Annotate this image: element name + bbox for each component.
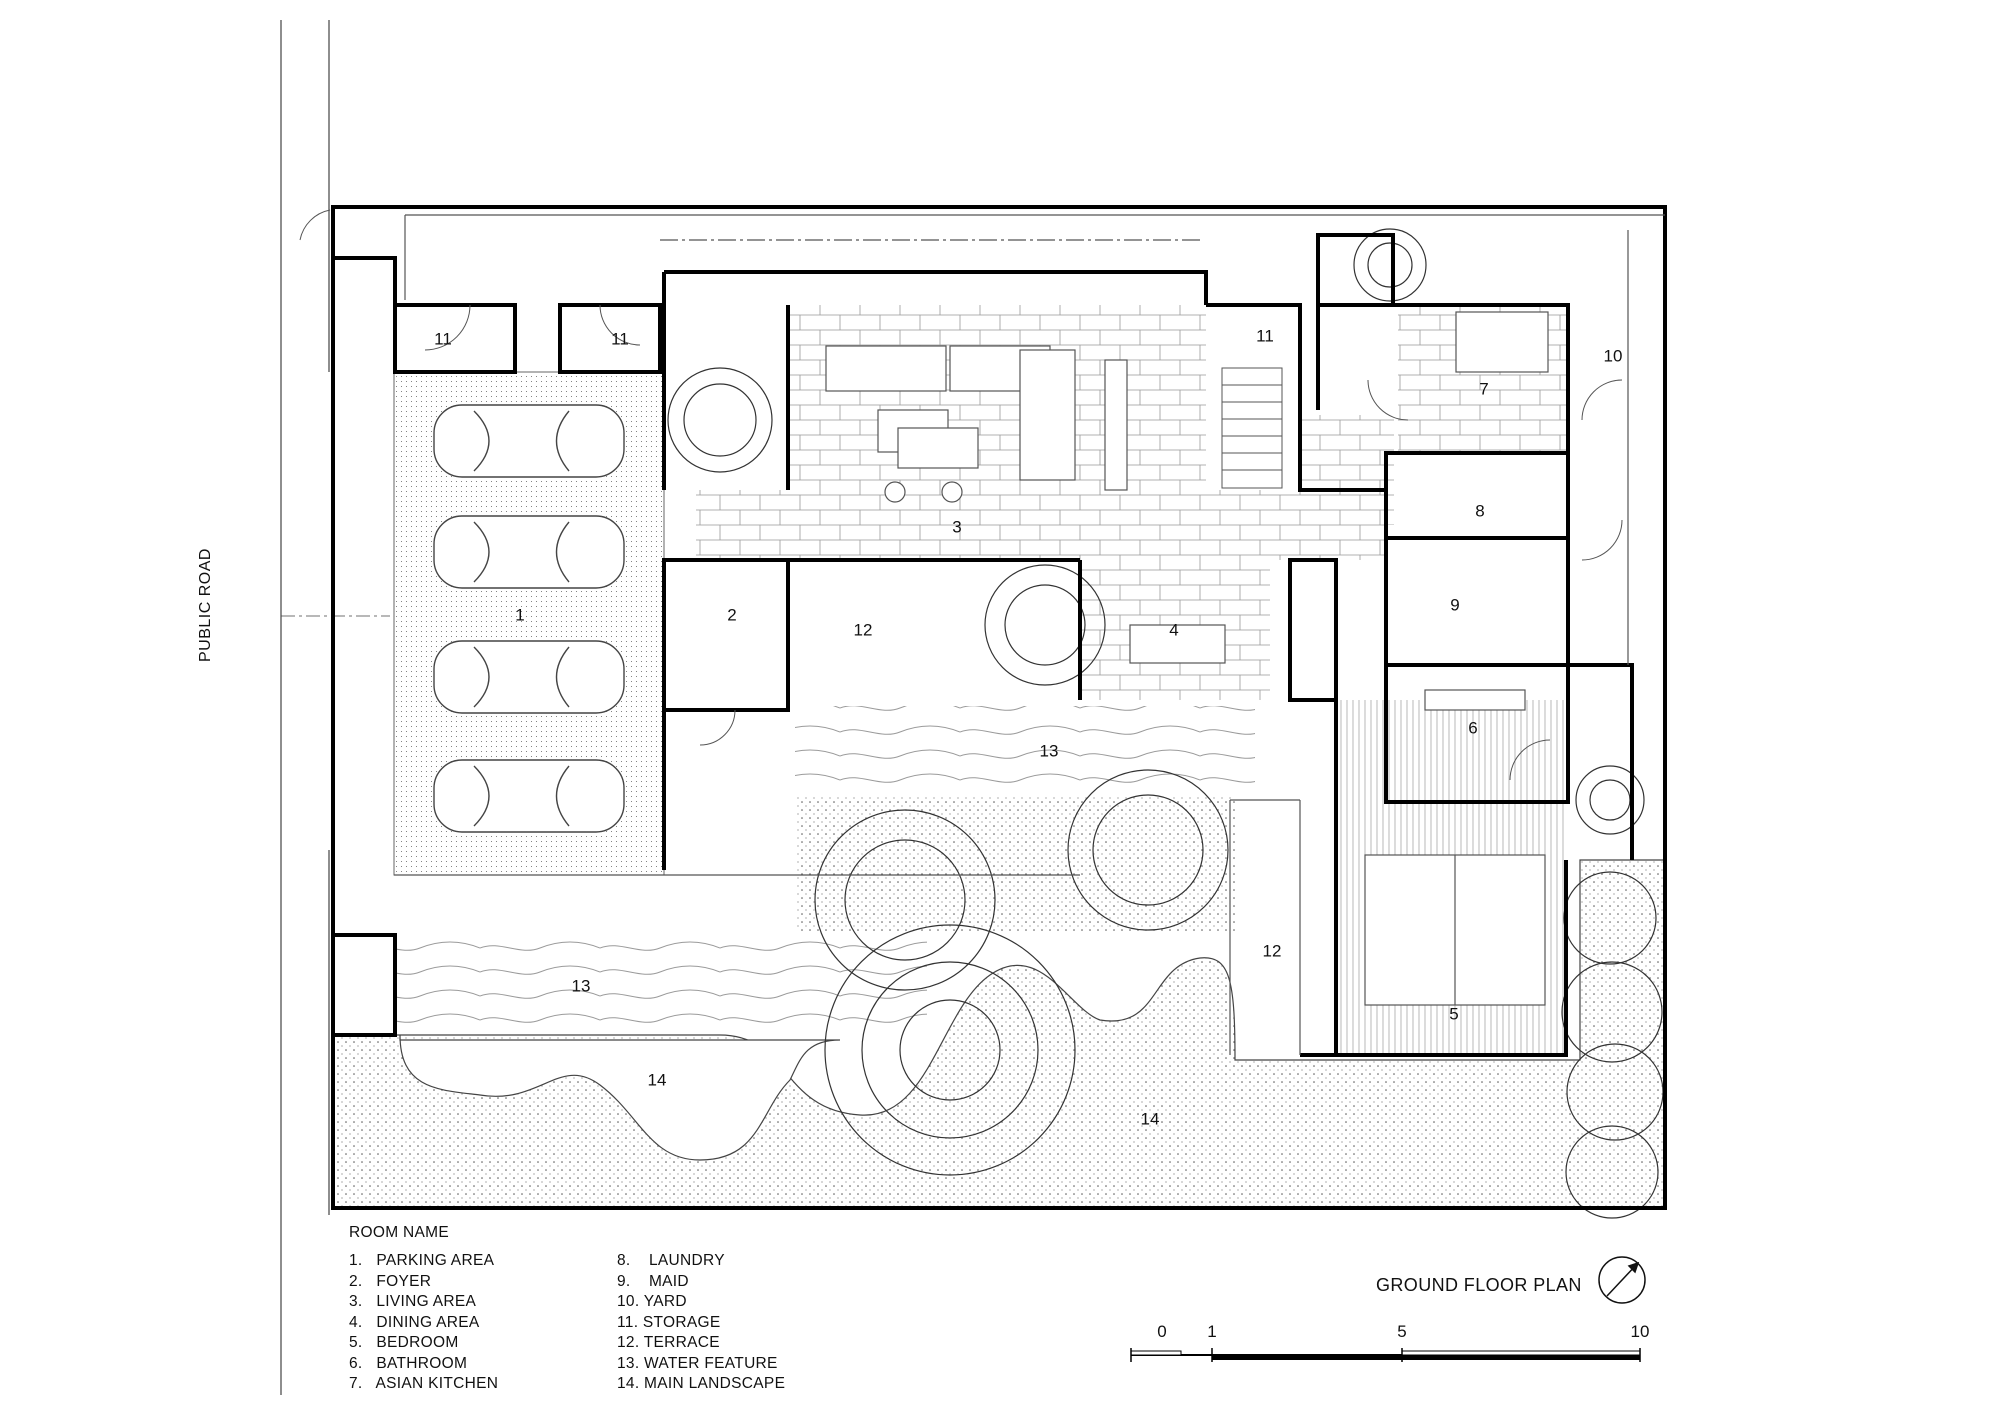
north-arrow-icon [1598,1256,1646,1304]
legend-item: 1. PARKING AREA [349,1252,495,1269]
scale-label-10: 10 [1630,1322,1650,1341]
room-label-10: 10 [1604,346,1623,365]
legend-column-1: 1. PARKING AREA 2. FOYER 3. LIVING AREA … [349,1251,498,1395]
water-feature-upper [795,706,1255,796]
water-feature-lower [397,937,927,1035]
room-label-2: 2 [727,605,736,624]
room-label-8: 8 [1475,501,1484,520]
tree-symbols [667,228,1664,1219]
scale-label-5: 5 [1397,1322,1407,1341]
right-corridor-floor [1300,415,1394,525]
legend-item: 5. BEDROOM [349,1334,459,1351]
legend-item: 12. TERRACE [617,1334,720,1351]
legend-item: 2. FOYER [349,1272,432,1290]
room-label-12a: 12 [854,620,873,639]
room-label-9: 9 [1450,595,1459,614]
room-label-11c: 11 [1256,326,1274,345]
scale-bar [1130,1348,1641,1362]
furniture [825,311,1549,1006]
legend-item: 8. LAUNDRY [617,1252,725,1269]
room-label-3: 3 [952,517,961,536]
room-label-6: 6 [1468,718,1477,737]
landscape-strip [795,796,1235,931]
room-label-13a: 13 [1040,741,1059,760]
room-label-12b: 12 [1263,941,1282,960]
scale-label-0: 0 [1157,1322,1167,1341]
room-label-14a: 14 [648,1070,667,1089]
legend-item: 11. STORAGE [617,1313,721,1331]
living-floor [788,305,1206,495]
room-label-4: 4 [1169,620,1178,639]
landscape-island-curve [399,1034,841,1161]
legend-item: 7. ASIAN KITCHEN [349,1375,499,1392]
room-label-11b: 11 [611,329,629,348]
road-edge-lines [280,20,390,1395]
legend-column-2: 8. LAUNDRY 9. MAID 10. YARD 11. STORAGE … [617,1251,785,1395]
room-label-11a: 11 [434,329,452,348]
legend-item: 14. MAIN LANDSCAPE [617,1375,786,1392]
room-label-13b: 13 [572,976,591,995]
plan-title: GROUND FLOOR PLAN [1376,1275,1582,1295]
car-icons [433,404,625,833]
door-swings [299,209,1623,781]
walls [331,205,1667,1210]
legend-item: 4. DINING AREA [349,1313,480,1331]
corridor-floor [696,490,1386,560]
legend-item: 9. MAID [617,1272,689,1290]
room-label-14b: 14 [1141,1109,1160,1128]
legend-item: 10. YARD [617,1293,687,1310]
legend-title: ROOM NAME [349,1224,450,1241]
road-label: PUBLIC ROAD [197,548,214,662]
room-label-7: 7 [1479,379,1488,398]
room-labels: 1 2 3 4 5 6 7 8 9 10 11 11 11 12 12 13 1… [434,326,1622,1128]
legend-item: 13. WATER FEATURE [617,1354,778,1372]
stairs [1221,367,1283,489]
room-label-5: 5 [1449,1004,1458,1023]
legend-item: 6. BATHROOM [349,1354,468,1372]
scale-label-1: 1 [1207,1322,1217,1341]
legend-item: 3. LIVING AREA [349,1293,477,1310]
room-label-1: 1 [515,605,524,624]
boundary-thin-lines [394,214,1665,1055]
